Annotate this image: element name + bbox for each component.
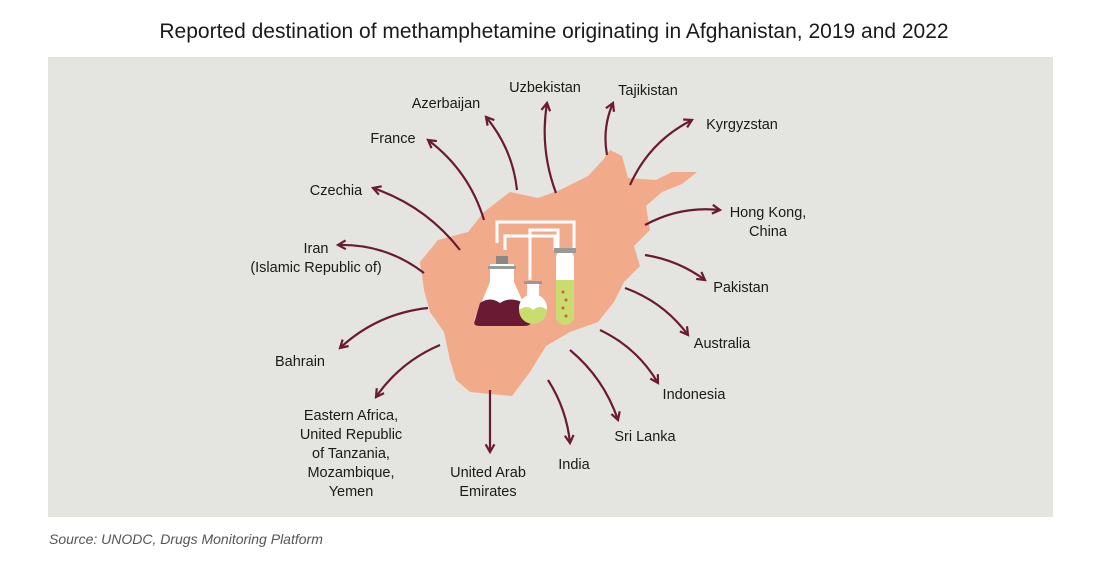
destination-label: Sri Lanka <box>614 429 676 445</box>
destination-label-line: Azerbaijan <box>412 96 481 112</box>
destination-label-line: India <box>558 457 590 473</box>
destination-label-line: United Republic <box>300 427 402 443</box>
flow-arrow <box>335 239 425 274</box>
destination-label: Uzbekistan <box>509 80 581 96</box>
destination-label: Australia <box>694 336 751 352</box>
destination-label-line: Uzbekistan <box>509 80 581 96</box>
destination-label: India <box>558 457 590 473</box>
flow-arrow <box>484 115 519 191</box>
destination-label: Tajikistan <box>618 83 678 99</box>
flow-arrow <box>547 379 575 446</box>
flow-arrow <box>644 253 707 282</box>
destination-label-line: France <box>370 131 415 147</box>
destination-label-line: Sri Lanka <box>614 429 676 445</box>
destination-label-line: (Islamic Republic of) <box>250 260 381 276</box>
destination-label-line: Australia <box>694 336 751 352</box>
destination-label: Azerbaijan <box>412 96 481 112</box>
destination-label: Indonesia <box>663 387 727 403</box>
flow-arrow <box>426 138 486 221</box>
destination-label-line: Mozambique, <box>307 465 394 481</box>
destination-label: Pakistan <box>713 280 769 296</box>
destination-label: Bahrain <box>275 354 325 370</box>
destination-label-line: Bahrain <box>275 354 325 370</box>
destination-label-line: United Arab <box>450 465 526 481</box>
flow-arrow <box>624 286 690 337</box>
destination-label-line: Pakistan <box>713 280 769 296</box>
destination-label: Czechia <box>310 183 363 199</box>
flow-arrow <box>628 118 694 186</box>
destination-label-line: China <box>749 224 788 240</box>
flow-arrow <box>540 100 558 194</box>
destination-label-line: Indonesia <box>663 387 727 403</box>
lab-equipment-icon <box>474 220 576 326</box>
destination-label-line: Emirates <box>459 484 516 500</box>
flow-arrow <box>604 100 616 156</box>
flow-arrow <box>569 349 621 423</box>
destination-label: Eastern Africa, United Republic of Tanzani… <box>300 408 402 500</box>
destination-label-line: Yemen <box>329 484 374 500</box>
destination-label: Iran (Islamic Republic of) <box>250 241 381 276</box>
destination-label-line: Eastern Africa, <box>304 408 398 424</box>
flow-arrow <box>374 343 441 399</box>
chart-title: Reported destination of methamphetamine … <box>159 20 949 43</box>
destination-label: Hong Kong, China <box>730 205 807 240</box>
destination-label-line: Hong Kong, <box>730 205 807 221</box>
flow-arrow <box>338 306 429 350</box>
destination-label-line: Kyrgyzstan <box>706 117 778 133</box>
destination-label-line: Tajikistan <box>618 83 678 99</box>
flow-arrow <box>370 185 461 251</box>
source-note: Source: UNODC, Drugs Monitoring Platform <box>49 531 323 547</box>
destination-label: Kyrgyzstan <box>706 117 778 133</box>
destination-label: France <box>370 131 415 147</box>
destination-label-line: Czechia <box>310 183 363 199</box>
destination-label-line: of Tanzania, <box>312 446 390 462</box>
flow-arrow <box>599 329 660 385</box>
destination-label-line: Iran <box>304 241 329 257</box>
flow-arrow <box>644 203 723 226</box>
